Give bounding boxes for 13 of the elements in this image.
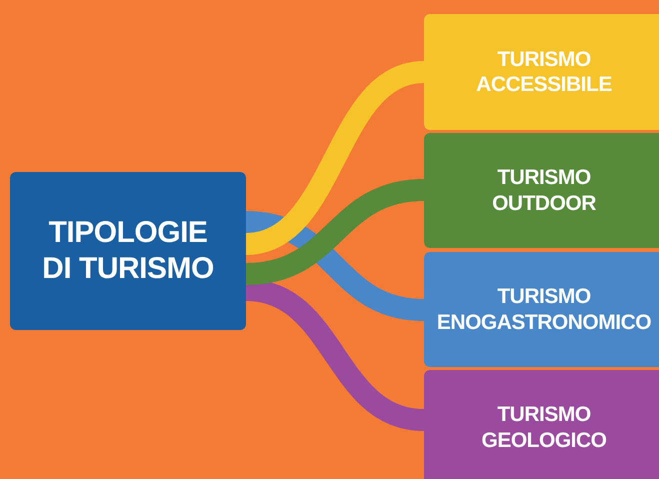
category-box bbox=[424, 14, 659, 130]
box-label: TURISMO ACCESSIBILE bbox=[475, 46, 613, 98]
box-label: TURISMO ENOGASTRONOMICO bbox=[436, 284, 652, 335]
category-box bbox=[10, 172, 246, 330]
category-box bbox=[424, 133, 659, 248]
box-label: TURISMO OUTDOOR bbox=[491, 165, 597, 216]
box-label: TIPOLOGIE DI TURISMO bbox=[41, 215, 215, 287]
connector-band bbox=[245, 179, 425, 285]
connector-band bbox=[244, 61, 426, 255]
category-box bbox=[424, 252, 659, 367]
connector-band bbox=[245, 211, 425, 321]
category-box bbox=[424, 370, 659, 479]
box-label: TURISMO GEOLOGICO bbox=[480, 402, 608, 453]
